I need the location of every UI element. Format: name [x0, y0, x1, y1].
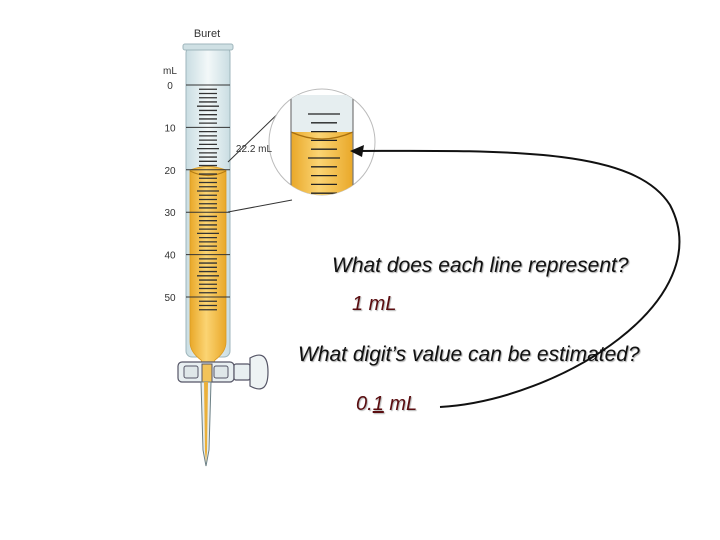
scale-label: 40 — [164, 251, 176, 262]
graduation-ticks — [186, 84, 230, 311]
arrow-head — [350, 145, 364, 157]
stopcock — [177, 354, 269, 390]
answer-suffix: mL — [383, 393, 418, 415]
zoom-view — [290, 95, 354, 195]
scale-labels: 0 10 20 30 40 50 — [164, 81, 176, 304]
meniscus — [189, 170, 227, 177]
zoom-guide-lower — [227, 199, 293, 213]
tip-liquid — [204, 382, 208, 462]
buret-liquid — [189, 166, 227, 373]
scale-label: 20 — [164, 166, 176, 177]
scale-label: 0 — [167, 81, 173, 92]
question-line-value: What does each line represent? — [332, 254, 629, 277]
answer-estimated-digit-value: 1 — [372, 393, 384, 415]
answer-line-value-text: 1 mL — [352, 293, 397, 315]
zoom-reading-label: 22.2 mL — [236, 144, 273, 155]
answer-line-value: 1 mL — [352, 293, 396, 316]
pointer-arrow — [355, 149, 681, 408]
unit-label: mL — [163, 66, 177, 77]
scale-label: 10 — [164, 123, 176, 134]
answer-prefix: 0. — [356, 393, 373, 415]
buret-lip — [182, 43, 234, 51]
scale-label: 30 — [164, 208, 176, 219]
answer-estimated-digit: 0.1 mL — [356, 393, 417, 416]
buret-title: Buret — [194, 28, 220, 40]
question-estimated-digit: What digit’s value can be estimated? — [298, 343, 640, 366]
scale-label: 50 — [164, 293, 176, 304]
